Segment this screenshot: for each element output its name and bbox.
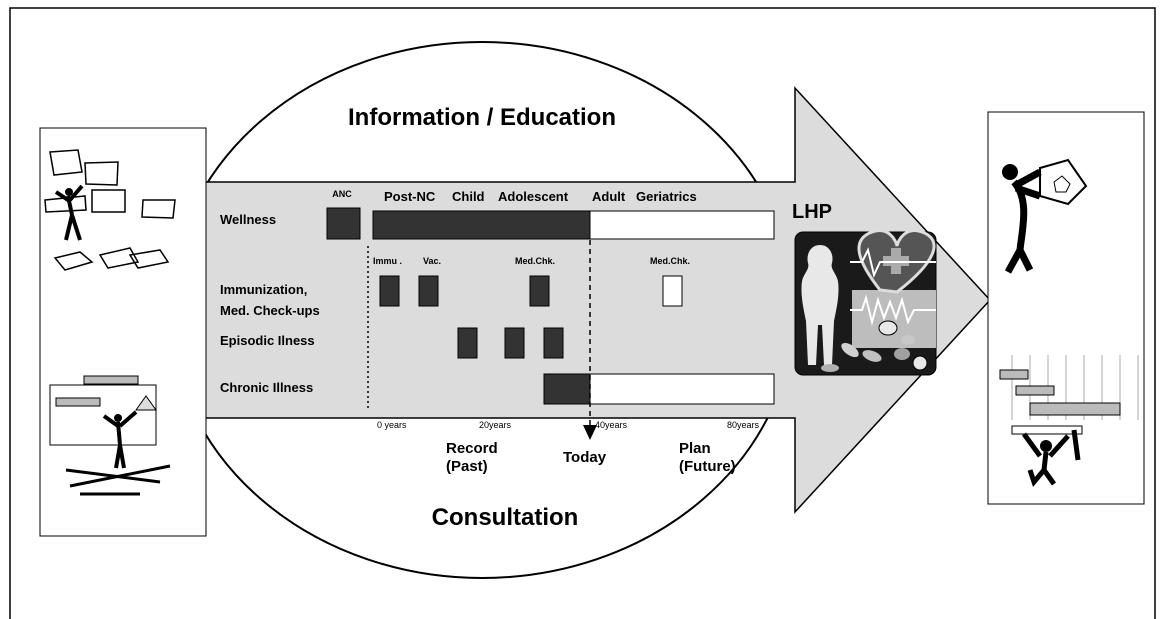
gantt-bar-icon [55, 397, 101, 407]
episodic-block-2 [504, 327, 525, 359]
immu-block [379, 275, 400, 307]
row-chronic: Chronic Illness [220, 380, 313, 395]
medchk-future-block [662, 275, 683, 307]
wellness-past-bar [372, 210, 591, 240]
row-episodic: Episodic Ilness [220, 333, 315, 348]
paper-icon [49, 149, 83, 176]
pulse-line-upper [850, 247, 936, 279]
consultation-title: Consultation [432, 504, 579, 531]
row-immunization-line1: Immunization, [220, 282, 307, 297]
stage-geriatrics: Geriatrics [636, 189, 697, 204]
left-bottom-figure-with-chart [49, 375, 171, 496]
chronic-past-bar [543, 373, 591, 405]
paper-icon [53, 251, 94, 271]
sublabel-immu: Immu . [373, 256, 402, 266]
gantt-bar-icon [999, 369, 1029, 380]
medchk-past-block [529, 275, 550, 307]
info-education-title: Information / Education [348, 104, 616, 131]
episodic-block-1 [457, 327, 478, 359]
pill-icon-2 [894, 348, 910, 360]
figure-body [1021, 429, 1081, 488]
wellness-anc-block [326, 207, 361, 240]
record-label-line1: Record [446, 440, 498, 457]
figure-head [1002, 164, 1018, 180]
timeline-arrow [204, 86, 992, 514]
paper-icon [128, 249, 170, 269]
stage-post-nc: Post-NC [384, 189, 436, 204]
pill-icon-4 [912, 355, 928, 371]
tick-40-years: 40years [595, 420, 628, 430]
episodic-block-3 [543, 327, 564, 359]
stage-adult: Adult [592, 189, 626, 204]
figure-body [102, 410, 138, 469]
figure-body [1004, 168, 1042, 274]
fallen-boards-icon [65, 464, 171, 496]
capsule-icon-3 [821, 364, 839, 372]
outer-frame [9, 7, 1156, 619]
ruler-icon [1011, 425, 1083, 435]
row-immunization-line2: Med. Check-ups [220, 303, 320, 318]
plan-label-line2: (Future) [679, 458, 736, 475]
right-bottom-figure-with-timeline [999, 355, 1139, 488]
paper-icon [98, 247, 140, 269]
wellness-future-bar [589, 210, 775, 240]
record-label-line2: (Past) [446, 458, 488, 475]
sublabel-medchk-future: Med.Chk. [650, 256, 690, 266]
plan-label-line1: Plan [679, 440, 711, 457]
stage-anc: ANC [332, 189, 352, 199]
sublabel-medchk-past: Med.Chk. [515, 256, 555, 266]
picture-frame-icon [1039, 158, 1088, 206]
gantt-bar-icon [1029, 402, 1121, 416]
paper-icon [141, 199, 176, 219]
lhp-grid-area [852, 290, 936, 348]
tick-80-years: 80years [727, 420, 760, 430]
left-top-stick-figure [54, 184, 84, 241]
gantt-bar-icon [1015, 385, 1055, 396]
row-wellness: Wellness [220, 212, 276, 227]
stage-adolescent: Adolescent [498, 189, 569, 204]
chart-board-icon [49, 384, 157, 446]
sublabel-vac: Vac. [423, 256, 441, 266]
lhp-label: LHP [792, 201, 832, 223]
figure-head [65, 188, 73, 196]
vac-block [418, 275, 439, 307]
human-silhouette-icon [801, 245, 839, 365]
chronic-future-bar [589, 373, 775, 405]
figure-body [54, 184, 84, 241]
house-sketch-icon [1053, 175, 1071, 193]
triangle-icon [135, 395, 157, 411]
today-label: Today [563, 449, 607, 466]
pill-icon-1 [878, 320, 898, 336]
capsule-icon-1 [841, 342, 859, 358]
gantt-bar-icon [83, 375, 139, 385]
stage-child: Child [452, 189, 485, 204]
today-arrowhead [583, 425, 597, 440]
paper-icon [84, 161, 119, 186]
paper-icon [91, 189, 126, 213]
pulse-line-lower [850, 294, 936, 326]
capsule-icon-2 [862, 350, 882, 362]
figure-head [114, 414, 122, 422]
tick-0-years: 0 years [377, 420, 407, 430]
pill-icon-3 [901, 335, 915, 345]
tick-20-years: 20years [479, 420, 512, 430]
lhp-health-graphic [794, 229, 937, 376]
right-top-figure-with-picture [1002, 158, 1088, 274]
figure-head [1040, 440, 1052, 452]
